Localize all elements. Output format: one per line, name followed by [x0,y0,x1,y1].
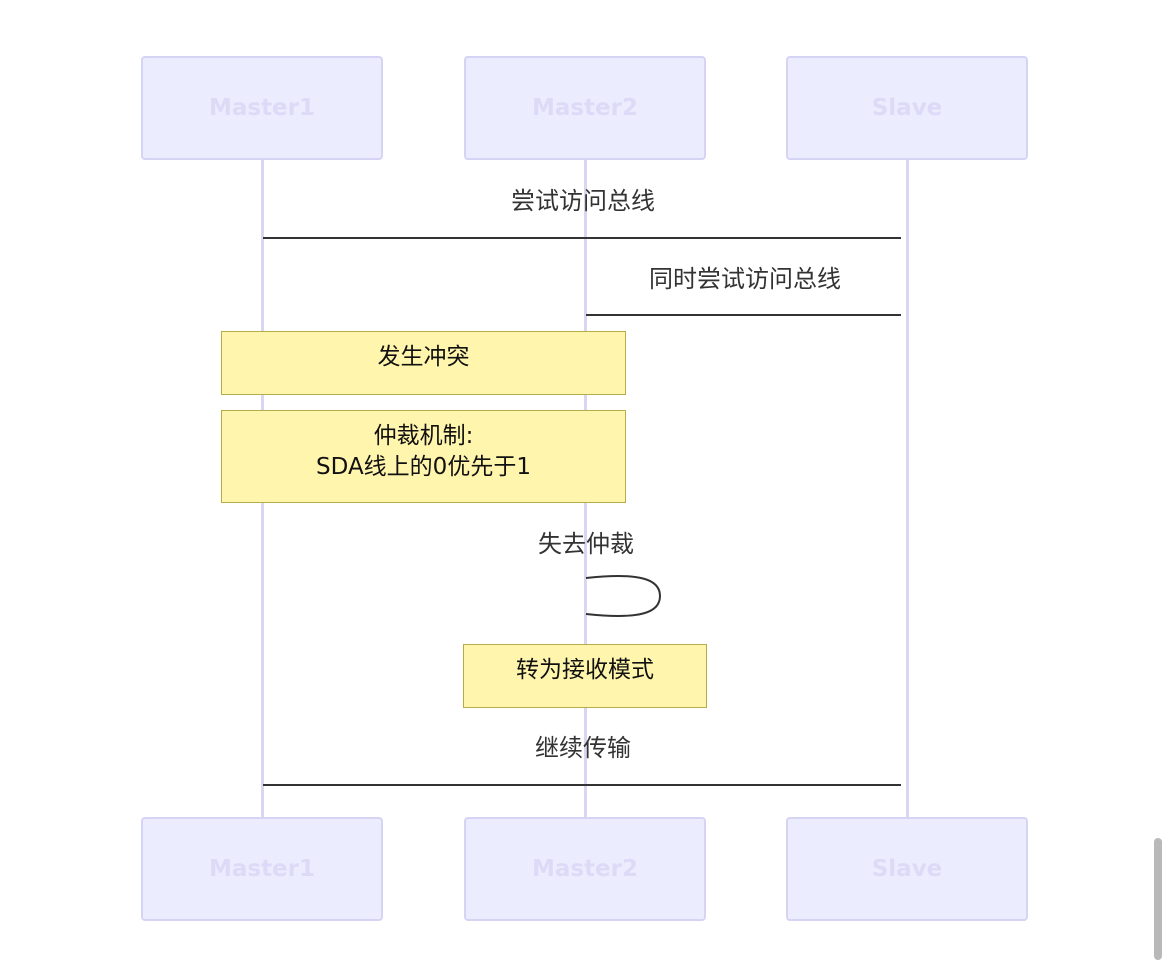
note-conflict-text: 发生冲突 [377,343,470,370]
participant-slave-bottom: Slave [786,817,1028,921]
self-message-loop [585,575,662,617]
note-receive-mode: 转为接收模式 [463,644,707,708]
message-label-continue-transfer: 继续传输 [535,734,631,762]
participant-master2-bottom: Master2 [464,817,706,921]
message-label-simultaneous-attempt: 同时尝试访问总线 [649,265,841,293]
note-receive-mode-text: 转为接收模式 [516,656,654,683]
note-arbitration-line2: SDA线上的0优先于1 [316,453,531,480]
message-line-simultaneous-attempt [586,314,901,316]
vertical-scrollbar[interactable] [1154,838,1162,960]
note-conflict: 发生冲突 [221,331,626,395]
participant-master1-top: Master1 [141,56,383,160]
lifeline-slave [906,160,909,818]
message-line-attempt-bus [263,237,901,239]
message-line-continue-transfer [263,784,901,786]
message-label-attempt-bus: 尝试访问总线 [511,187,655,215]
note-arbitration: 仲裁机制: SDA线上的0优先于1 [221,410,626,503]
note-arbitration-line1: 仲裁机制: [373,422,474,449]
participant-master2-top: Master2 [464,56,706,160]
participant-master1-bottom: Master1 [141,817,383,921]
message-label-lose-arbitration: 失去仲裁 [538,530,634,558]
participant-slave-top: Slave [786,56,1028,160]
